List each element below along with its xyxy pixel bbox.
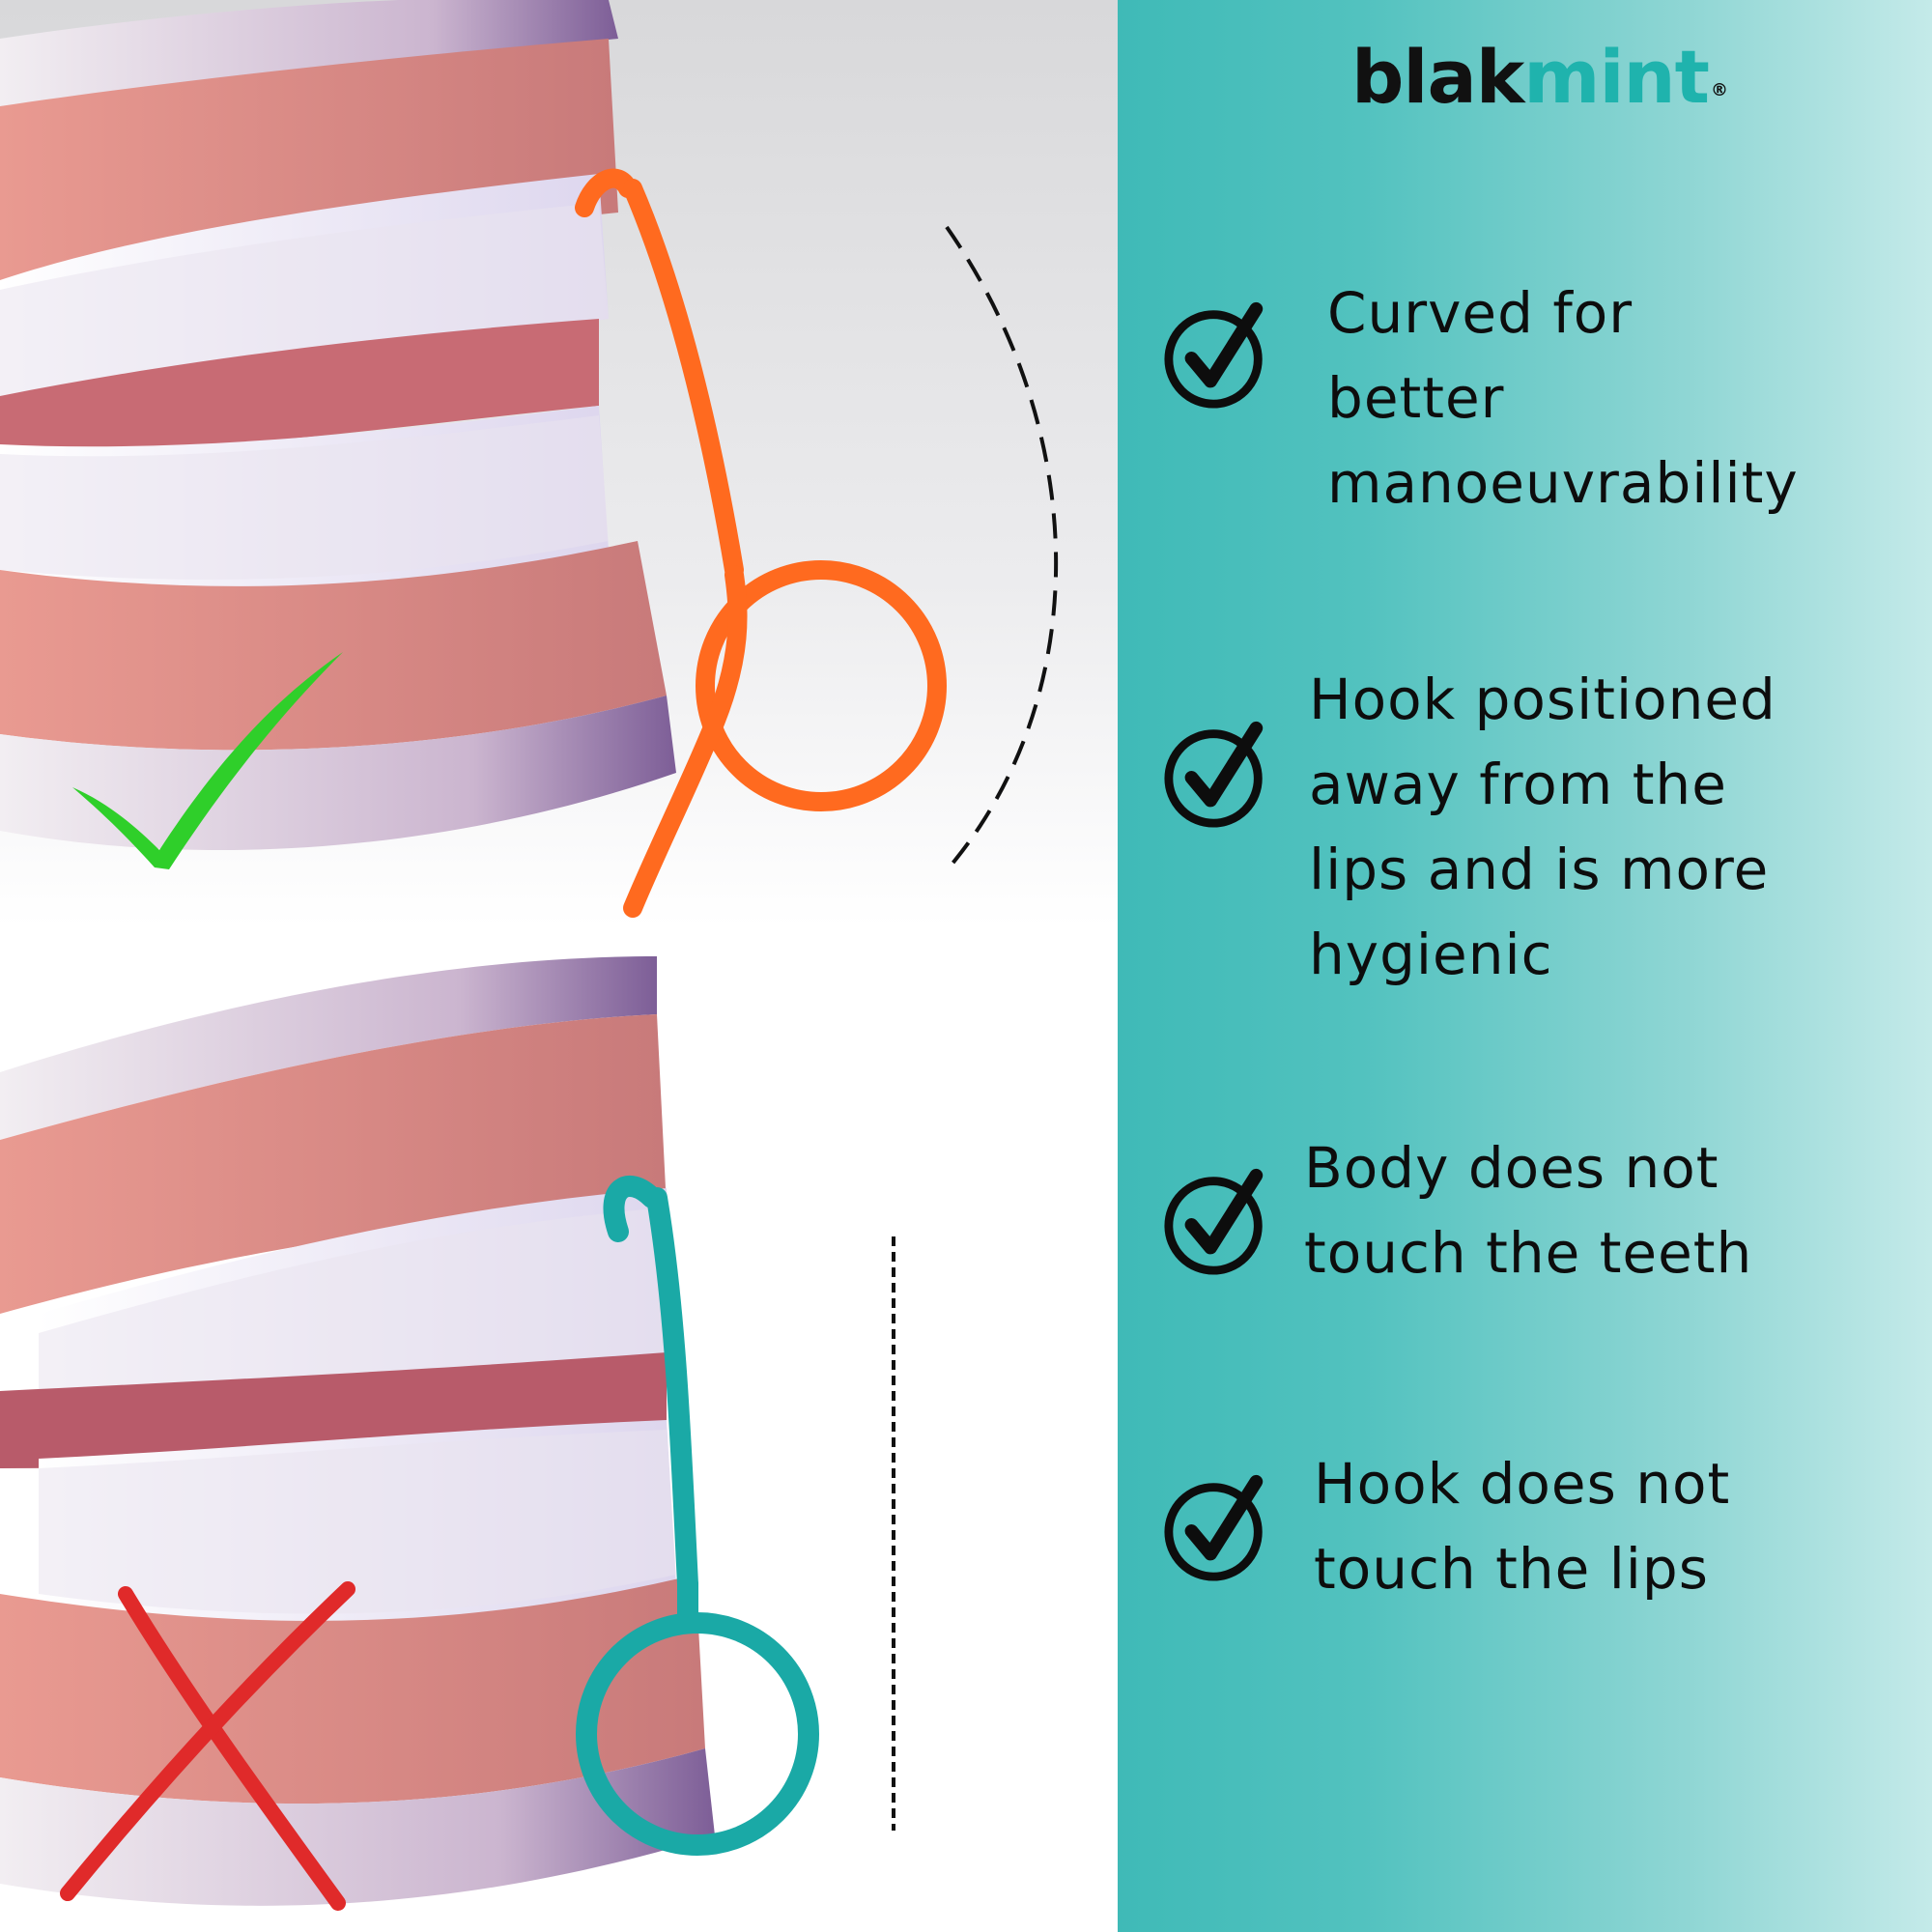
top-dental-model xyxy=(0,0,676,850)
registered-mark: ® xyxy=(1710,80,1728,100)
upper-gum xyxy=(0,1014,667,1314)
brand-name-dark: blak xyxy=(1351,34,1524,120)
upper-aligner xyxy=(0,203,609,406)
comparison-illustration xyxy=(0,0,1059,1911)
correct-mark-icon xyxy=(72,652,343,869)
upper-base xyxy=(0,956,657,1140)
lower-aligner xyxy=(39,1430,676,1614)
features-panel: blakmint® Curved for better manoeuvrabil… xyxy=(1118,0,1932,1932)
check-circle-icon xyxy=(1164,721,1264,828)
lower-base xyxy=(0,696,676,850)
brand-logo: blakmint® xyxy=(1351,29,1728,126)
lower-gum xyxy=(0,541,667,751)
feature-text: Hook positioned away from the lips and i… xyxy=(1309,667,1776,987)
curved-orange-tool xyxy=(575,168,947,918)
curve-guide-line xyxy=(945,225,1059,867)
mouth-gap xyxy=(0,319,599,454)
bottom-dental-model xyxy=(0,956,715,1906)
feature-text: Hook does not touch the lips xyxy=(1314,1451,1731,1602)
lower-gum xyxy=(0,1575,705,1804)
lower-base xyxy=(0,1748,715,1906)
brand-name-teal: mint xyxy=(1523,34,1710,120)
wrong-mark-icon xyxy=(60,1581,355,1911)
check-circle-icon xyxy=(1164,301,1264,409)
feature-text: Body does not touch the teeth xyxy=(1304,1135,1753,1286)
comparison-photos xyxy=(0,0,1118,1932)
check-circle-icon xyxy=(1164,1474,1264,1581)
check-circle-icon xyxy=(1164,1168,1264,1275)
lower-aligner xyxy=(0,415,609,580)
straight-teal-tool xyxy=(576,1176,819,1856)
feature-text: Curved for better manoeuvrability xyxy=(1327,280,1799,516)
